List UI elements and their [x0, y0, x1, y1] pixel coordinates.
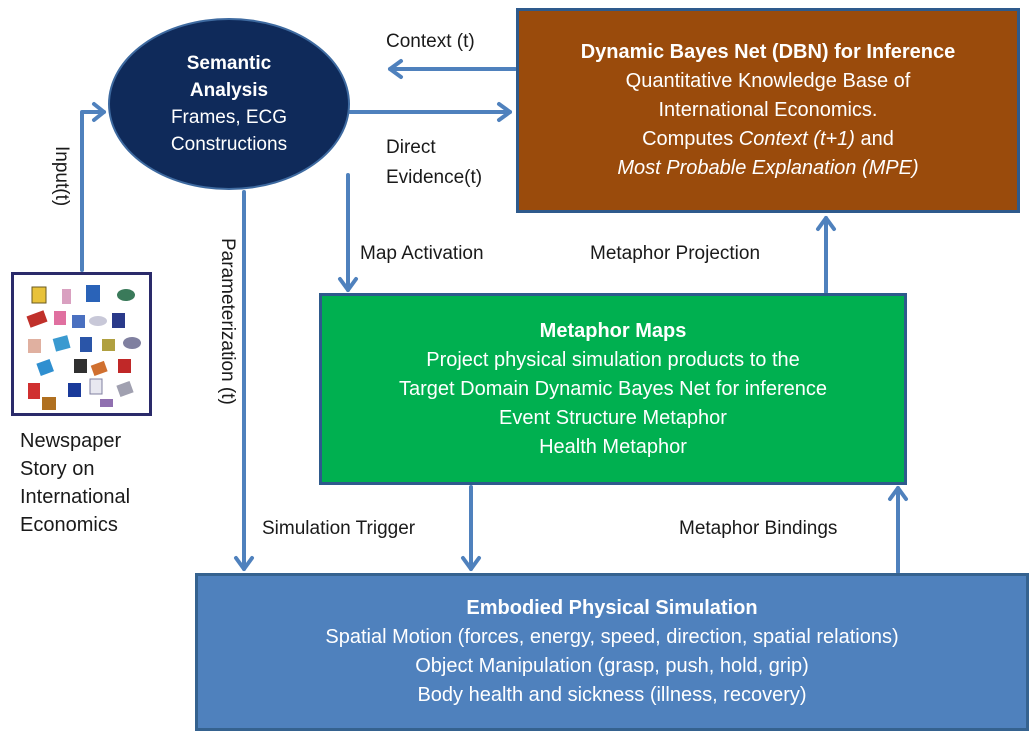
dbn-line-4-prefix: Computes [642, 128, 739, 150]
semantic-analysis-line-3: Frames, ECG [170, 107, 288, 128]
context-label: Context (t) [386, 31, 475, 52]
newspaper-line-4: Economics [20, 514, 118, 536]
metaphor-bindings-label: Metaphor Bindings [679, 518, 838, 539]
direct-label: Direct [386, 137, 436, 158]
semantic-analysis-node: Semantic Analysis Frames, ECG Constructi… [108, 18, 350, 190]
simulation-line-3: Object Manipulation (grasp, push, hold, … [415, 655, 809, 677]
dbn-line-4: Computes Context (t+1) and [642, 125, 894, 154]
simulation-line-2: Spatial Motion (forces, energy, speed, d… [325, 626, 899, 648]
simulation-trigger-label: Simulation Trigger [262, 518, 416, 539]
simulation-title: Embodied Physical Simulation [466, 597, 758, 619]
dbn-line-2: Quantitative Knowledge Base of [625, 70, 911, 92]
newspaper-caption: Newspaper Story on International Economi… [20, 427, 130, 539]
semantic-analysis-title-1: Semantic [186, 53, 272, 74]
metaphor-maps-line-4: Event Structure Metaphor [499, 406, 727, 429]
input-label: Input(t) [51, 146, 72, 207]
input-arrow [80, 110, 106, 272]
semantic-analysis-line-4: Constructions [170, 134, 288, 155]
dbn-title: Dynamic Bayes Net (DBN) for Inference [580, 41, 956, 63]
newspaper-line-2: Story on [20, 458, 95, 480]
metaphor-maps-line-5: Health Metaphor [539, 435, 687, 458]
books-image [11, 272, 152, 416]
metaphor-maps-title: Metaphor Maps [539, 319, 687, 342]
metaphor-projection-label: Metaphor Projection [590, 243, 761, 264]
newspaper-line-3: International [20, 486, 131, 508]
metaphor-maps-line-3: Target Domain Dynamic Bayes Net for infe… [399, 377, 827, 400]
dbn-line-4-suffix: and [854, 128, 894, 150]
books-illustration [26, 285, 141, 410]
dbn-line-5-italic: Most Probable Explanation (MPE) [617, 157, 919, 179]
dbn-line-5: Most Probable Explanation (MPE) [617, 154, 918, 183]
newspaper-line-1: Newspaper [20, 430, 122, 452]
parameterization-label: Parameterization (t) [217, 238, 238, 405]
physical-simulation-box: Embodied Physical Simulation Spatial Mot… [195, 573, 1029, 731]
metaphor-maps-line-2: Project physical simulation products to … [426, 348, 800, 371]
evidence-label: Evidence(t) [386, 167, 483, 188]
map-activation-label: Map Activation [360, 243, 484, 264]
simulation-line-4: Body health and sickness (illness, recov… [417, 684, 807, 706]
metaphor-maps-box: Metaphor Maps Project physical simulatio… [319, 293, 907, 485]
dbn-line-4-italic: Context (t+1) [738, 128, 855, 150]
semantic-analysis-title-2: Analysis [189, 80, 269, 101]
dbn-line-3: International Economics. [658, 99, 878, 121]
dbn-inference-box: Dynamic Bayes Net (DBN) for Inference Qu… [516, 8, 1020, 213]
